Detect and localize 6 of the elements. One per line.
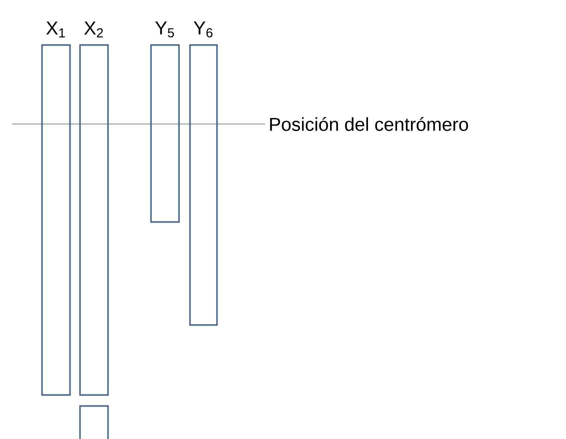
chromosome-label: Y$_{6}$ — [194, 22, 212, 38]
chromosome-box — [79, 405, 109, 439]
chromosome-label: Y$_{5}$ — [155, 22, 174, 38]
chromosome-label: X$_{1}$ — [46, 22, 65, 38]
chromosome-label: X$_{2}$ — [84, 22, 103, 38]
centromere-label: Posición del centrómero — [270, 117, 468, 131]
